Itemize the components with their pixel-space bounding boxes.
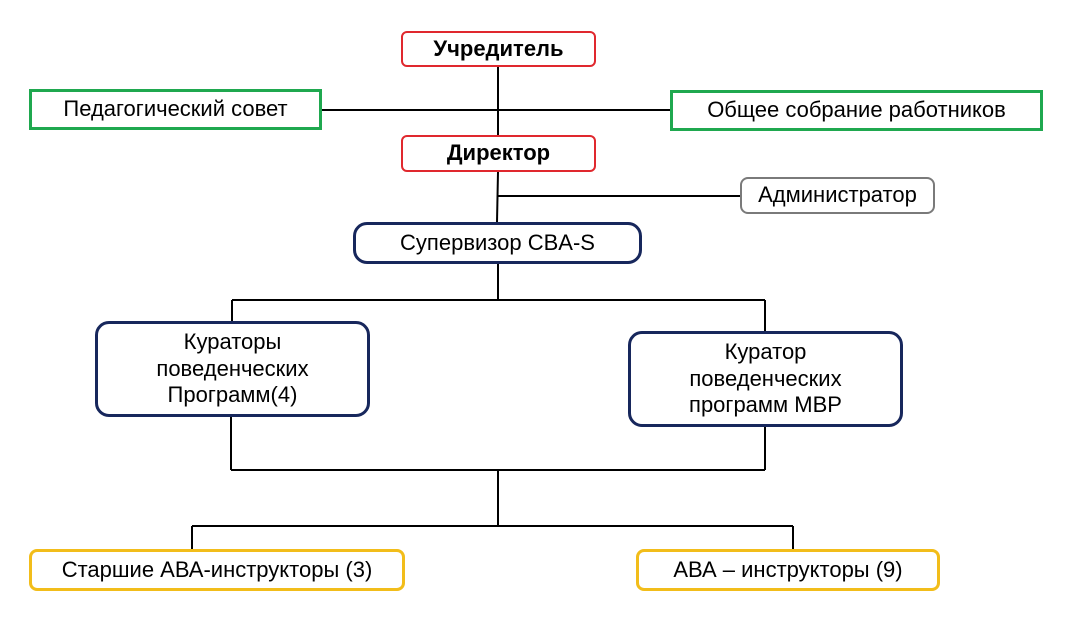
administrator-label: Администратор bbox=[758, 182, 917, 208]
pedagogical-council-box: Педагогический совет bbox=[29, 89, 322, 130]
curator-mbp-box: Куратор поведенческих программ МВР bbox=[628, 331, 903, 427]
founder-box: Учредитель bbox=[401, 31, 596, 67]
general-meeting-box: Общее собрание работников bbox=[670, 90, 1043, 131]
instructors-label: АВА – инструкторы (9) bbox=[673, 556, 903, 582]
supervisor-box: Супервизор CBA-S bbox=[353, 222, 642, 264]
curators-behavioral-label: Кураторы поведенческих Программ(4) bbox=[156, 329, 309, 408]
pedagogical-council-label: Педагогический совет bbox=[63, 96, 288, 122]
senior-instructors-box: Старшие АВА-инструкторы (3) bbox=[29, 549, 405, 591]
connector-director-supervisor bbox=[496, 171, 499, 223]
director-box: Директор bbox=[401, 135, 596, 172]
supervisor-label: Супервизор CBA-S bbox=[400, 229, 595, 255]
senior-instructors-label: Старшие АВА-инструкторы (3) bbox=[61, 556, 373, 582]
founder-label: Учредитель bbox=[433, 35, 564, 61]
director-label: Директор bbox=[446, 140, 551, 166]
curator-mbp-label: Куратор поведенческих программ МВР bbox=[689, 339, 842, 418]
general-meeting-label: Общее собрание работников bbox=[707, 97, 1006, 123]
curators-behavioral-box: Кураторы поведенческих Программ(4) bbox=[95, 321, 370, 417]
administrator-box: Администратор bbox=[740, 177, 935, 214]
instructors-box: АВА – инструкторы (9) bbox=[636, 549, 940, 591]
